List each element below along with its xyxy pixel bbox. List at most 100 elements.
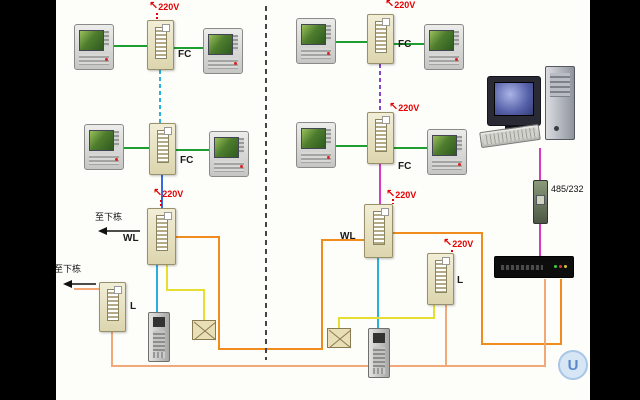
power-text: 220V: [398, 103, 420, 113]
converter-model-label: 485/232: [551, 184, 584, 194]
l-line-unit: [427, 253, 454, 305]
monitor-screen: [89, 130, 114, 151]
monitor-led: [234, 62, 237, 65]
power-label-220v: ↖ 220V: [443, 238, 474, 250]
wire-bus-salmon: [111, 279, 546, 367]
monitor-led: [455, 58, 458, 61]
label-tag: [164, 212, 172, 220]
power-label-220v: ↖ 220V: [153, 187, 183, 200]
converter-band: [536, 195, 545, 205]
power-arrow-icon: ↖: [385, 0, 395, 10]
power-label-220v: ↖ 220V: [389, 101, 420, 114]
pc-screen: [494, 82, 534, 116]
label-tag: [381, 208, 389, 216]
monitor-screen: [432, 135, 457, 156]
network-hub: [494, 256, 574, 278]
monitor-screen: [79, 30, 104, 51]
monitor-speaker-grill: [79, 54, 109, 65]
label-tag: [382, 18, 390, 26]
power-text: 220V: [452, 239, 474, 249]
wire-network-orange: [393, 232, 562, 345]
watermark-letter: U: [567, 356, 579, 374]
monitor-screen: [301, 24, 326, 45]
led-icon: [554, 265, 557, 268]
wire-junction-yellow: [338, 305, 435, 328]
terminal-strip: [374, 119, 387, 152]
monitor-buttons: [104, 31, 109, 47]
led-icon: [559, 265, 562, 268]
label-tag: [114, 286, 122, 294]
hub-led-icons: [554, 265, 567, 268]
monitor-speaker-grill: [208, 58, 238, 69]
terminal-strip: [434, 260, 447, 293]
door-station: [148, 312, 170, 362]
fc-label: FC: [398, 161, 412, 172]
monitor-led: [115, 158, 118, 161]
power-arrow-icon: ↖: [389, 101, 399, 113]
wl-label: WL: [340, 231, 356, 242]
door-camera: [153, 317, 165, 327]
terminal-strip: [106, 289, 119, 321]
fc-floor-controller: [367, 112, 394, 164]
wl-network-controller: [147, 208, 176, 265]
tower-power-button: [554, 126, 559, 131]
label-tag: [164, 127, 172, 135]
wire-junction-yellow: [166, 265, 205, 320]
indoor-monitor: [203, 28, 243, 74]
monitor-led: [240, 165, 243, 168]
indoor-monitor: [427, 129, 467, 175]
power-text: 220V: [158, 2, 180, 12]
terminal-strip: [374, 21, 387, 53]
to-next-building-label: 至下栋: [54, 264, 82, 274]
power-arrow-icon: ↖: [153, 187, 163, 199]
fc-floor-controller: [147, 20, 174, 70]
junction-box: [327, 328, 352, 349]
fc-label: FC: [398, 39, 412, 50]
power-arrow-icon: ↖: [386, 188, 396, 200]
monitor-screen: [208, 34, 233, 55]
monitor-speaker-grill: [89, 154, 119, 165]
terminal-strip: [156, 130, 169, 163]
monitor-buttons: [457, 136, 462, 152]
monitor-buttons: [326, 129, 331, 145]
fc-floor-controller: [367, 14, 394, 64]
terminal-strip: [154, 27, 167, 59]
fc-label: FC: [178, 49, 192, 60]
l-label: L: [130, 301, 137, 312]
indoor-monitor: [424, 24, 464, 70]
label-tag: [442, 257, 450, 265]
monitor-screen: [301, 128, 326, 149]
power-text: 220V: [395, 190, 417, 200]
l-label: L: [457, 275, 464, 286]
terminal-strip: [155, 215, 168, 252]
left-arrow-icon: [63, 280, 72, 288]
power-arrow-icon: ↖: [149, 0, 159, 12]
monitor-speaker-grill: [301, 48, 331, 59]
door-speaker: [373, 368, 385, 374]
monitor-buttons: [233, 35, 238, 51]
label-tag: [382, 116, 390, 124]
power-label-220v: ↖ 220V: [149, 0, 180, 13]
indoor-monitor: [84, 124, 124, 170]
pc-tower: [545, 66, 575, 140]
monitor-led: [458, 163, 461, 166]
monitor-speaker-grill: [301, 152, 331, 163]
monitor-buttons: [114, 131, 119, 147]
monitor-speaker-grill: [429, 54, 459, 65]
monitor-screen: [214, 137, 239, 158]
terminal-strip: [372, 211, 385, 246]
door-keypad: [373, 347, 385, 367]
wl-label: WL: [123, 233, 139, 244]
monitor-buttons: [239, 138, 244, 154]
junction-box: [192, 320, 217, 341]
monitor-led: [327, 156, 330, 159]
watermark-logo: U: [558, 350, 588, 380]
indoor-monitor: [296, 18, 336, 64]
wl-network-controller: [364, 204, 393, 258]
tower-drive-bays: [550, 73, 570, 97]
monitor-led: [327, 52, 330, 55]
to-next-building-label: 至下栋: [95, 212, 123, 222]
label-tag: [162, 24, 170, 32]
monitor-led: [105, 58, 108, 61]
